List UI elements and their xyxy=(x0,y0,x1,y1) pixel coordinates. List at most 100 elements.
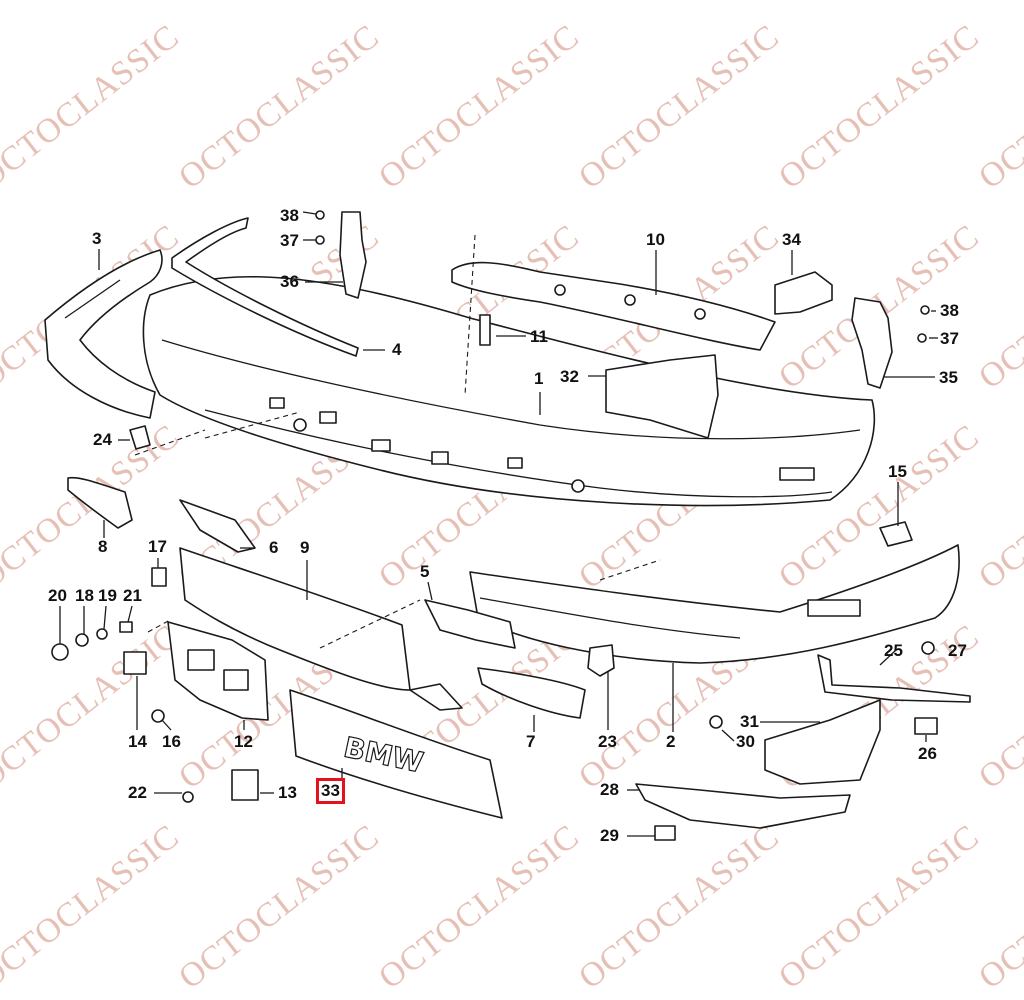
bracket-part-36 xyxy=(339,211,367,299)
watermark-text: OCTOCLASSIC xyxy=(0,618,186,797)
holder-part-32 xyxy=(605,354,719,439)
bracket-part-8 xyxy=(67,476,133,529)
clip-part-26 xyxy=(914,717,938,735)
sleeve-part-21 xyxy=(119,621,133,633)
bracket-part-23 xyxy=(587,644,615,677)
callout-25: 25 xyxy=(884,641,903,660)
callout-37-left: 37 xyxy=(280,231,299,250)
callout-24: 24 xyxy=(93,430,112,449)
callout-16: 16 xyxy=(162,732,181,751)
cap-part-20 xyxy=(51,643,69,661)
callout-22: 22 xyxy=(128,783,147,802)
bmw-trim-panel-part-33: BMW xyxy=(289,689,503,819)
callout-23: 23 xyxy=(598,732,617,751)
callout-28: 28 xyxy=(600,780,619,799)
watermark-text: OCTOCLASSIC xyxy=(372,818,586,995)
callout-38-left: 38 xyxy=(280,206,299,225)
watermark-text: OCTOCLASSIC xyxy=(172,818,386,995)
callout-37-right: 37 xyxy=(940,329,959,348)
license-plate-bracket-part-12 xyxy=(167,621,269,721)
watermark-text: OCTOCLASSIC xyxy=(772,818,986,995)
screw-part-30 xyxy=(709,715,723,729)
clip-part-17 xyxy=(151,567,167,587)
cover-part-7 xyxy=(477,667,586,719)
screw-part-38-right xyxy=(920,305,930,315)
bracket-part-25 xyxy=(817,654,971,703)
bumper-carrier-part-10 xyxy=(451,261,776,351)
callout-38-right: 38 xyxy=(940,301,959,320)
screw-part-38-left xyxy=(315,210,325,220)
callout-36: 36 xyxy=(280,272,299,291)
callout-3: 3 xyxy=(92,229,102,248)
callout-33-highlighted: 33 xyxy=(316,778,345,804)
callout-8: 8 xyxy=(98,537,108,556)
callout-1: 1 xyxy=(534,369,544,388)
clip-part-29 xyxy=(654,825,676,841)
bumper-lower-part-2 xyxy=(469,544,960,664)
callout-34: 34 xyxy=(782,230,801,249)
callout-32: 32 xyxy=(560,367,579,386)
grille-part-6 xyxy=(179,499,256,553)
callout-14: 14 xyxy=(128,732,147,751)
bumper-end-part-3 xyxy=(44,249,163,419)
clip-part-37-left xyxy=(315,235,325,245)
assembly-line xyxy=(599,559,661,581)
bracket-part-35 xyxy=(851,297,893,389)
screw-part-16 xyxy=(151,709,165,723)
deflector-part-31 xyxy=(764,699,881,785)
callout-4: 4 xyxy=(392,340,402,359)
bracket-part-34 xyxy=(774,271,833,315)
callout-6: 6 xyxy=(269,538,279,557)
assembly-line xyxy=(134,429,206,456)
callout-13: 13 xyxy=(278,783,297,802)
callout-20: 20 xyxy=(48,586,67,605)
screw-part-22 xyxy=(182,791,194,803)
clip-part-24 xyxy=(129,425,151,450)
callout-17: 17 xyxy=(148,537,167,556)
assembly-line xyxy=(147,619,171,633)
assembly-line xyxy=(319,599,421,649)
callout-26: 26 xyxy=(918,744,937,763)
callout-7: 7 xyxy=(526,732,536,751)
callout-10: 10 xyxy=(646,230,665,249)
watermark-text: OCTOCLASSIC xyxy=(772,18,986,197)
plate-slot xyxy=(223,669,249,691)
callout-29: 29 xyxy=(600,826,619,845)
callout-30: 30 xyxy=(736,732,755,751)
bolt-part-15 xyxy=(879,521,913,547)
callout-11: 11 xyxy=(530,327,548,346)
grille-part-5 xyxy=(424,599,516,649)
callout-21: 21 xyxy=(123,586,142,605)
callout-9: 9 xyxy=(300,538,310,557)
watermark-text: OCTOCLASSIC xyxy=(372,18,586,197)
watermark-text: OCTOCLASSIC xyxy=(0,18,186,197)
callout-15: 15 xyxy=(888,462,907,481)
clip-part-14 xyxy=(123,651,147,675)
callout-35: 35 xyxy=(939,368,958,387)
bracket-part-9-end xyxy=(409,683,463,711)
clip-part-13 xyxy=(231,769,259,801)
clip-part-37-right xyxy=(917,333,927,343)
callout-2: 2 xyxy=(666,732,676,751)
callout-5: 5 xyxy=(420,562,430,581)
callout-31: 31 xyxy=(740,712,759,731)
assembly-line xyxy=(204,411,301,439)
watermark-text: OCTOCLASSIC xyxy=(572,18,786,197)
callout-19: 19 xyxy=(98,586,117,605)
watermark-layer: OCTOCLASSICOCTOCLASSICOCTOCLASSICOCTOCLA… xyxy=(0,18,1024,997)
number-plate-holder-part-9 xyxy=(179,547,411,691)
callout-27: 27 xyxy=(948,641,967,660)
nut-part-19 xyxy=(96,628,108,640)
leader-lines xyxy=(59,211,938,837)
washer-part-18 xyxy=(75,633,89,647)
bolt-part-11 xyxy=(479,314,491,346)
callout-12: 12 xyxy=(234,732,253,751)
plate-slot xyxy=(187,649,215,671)
watermark-text: OCTOCLASSIC xyxy=(172,18,386,197)
screw-part-27 xyxy=(921,641,935,655)
watermark-text: OCTOCLASSIC xyxy=(0,818,186,995)
trim-strip-part-4 xyxy=(171,217,359,357)
spoiler-part-28 xyxy=(635,783,851,829)
